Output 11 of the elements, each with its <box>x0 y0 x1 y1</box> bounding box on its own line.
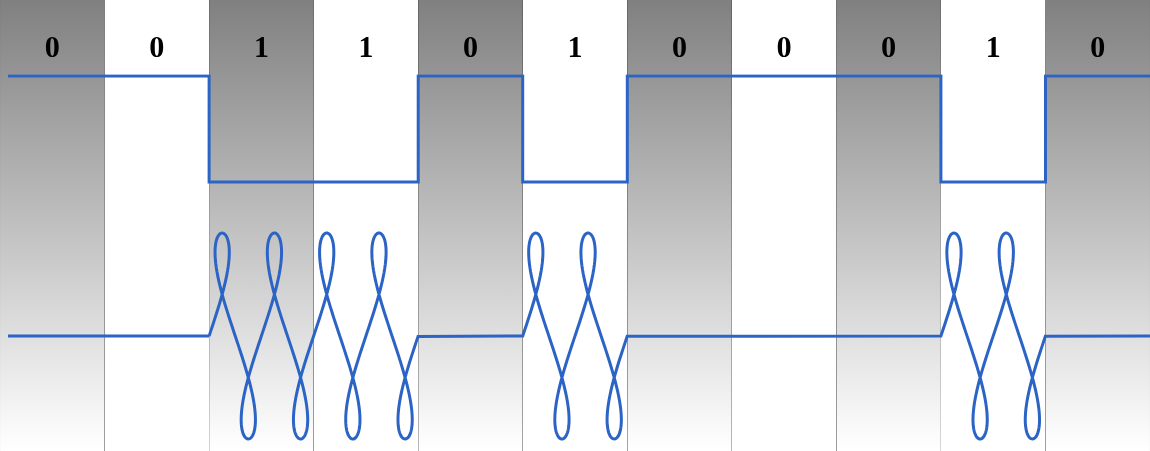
bit-label: 0 <box>777 36 791 58</box>
bit-label: 0 <box>673 36 686 58</box>
bit-label: 0 <box>150 36 164 58</box>
bit-label: 0 <box>45 36 59 58</box>
bit-label: 1 <box>360 37 372 57</box>
bit-label: 0 <box>882 36 895 58</box>
bit-label: 1 <box>256 37 268 57</box>
bit-label: 0 <box>464 36 477 58</box>
bit-label: 0 <box>1091 36 1105 58</box>
bit-label: 1 <box>569 37 581 57</box>
bit-label: 1 <box>988 37 1000 57</box>
